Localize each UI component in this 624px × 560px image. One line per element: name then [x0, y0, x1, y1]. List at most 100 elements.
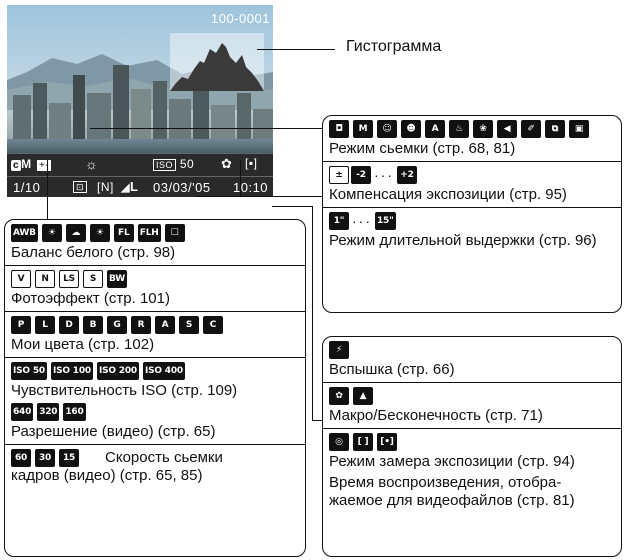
waterfront — [7, 139, 273, 153]
leader-line-macro — [312, 420, 322, 421]
metering-section: ◎ [ ] [•] Режим замера экспозиции (стр. … — [323, 428, 621, 513]
my-colors-l-icon: L — [35, 316, 55, 334]
my-colors-a-icon: A — [155, 316, 175, 334]
vivid-icon: V — [11, 270, 31, 288]
flash-section: ⚡ Вспышка (стр. 66) — [323, 337, 621, 382]
custom-wb-icon: ☐ — [165, 224, 185, 242]
metering-icons: ◎ [ ] [•] — [329, 433, 615, 451]
my-colors-g-icon: G — [107, 316, 127, 334]
color-accent-icon: ❀ — [473, 120, 493, 138]
fluorescent-h-icon: FLH — [138, 224, 161, 242]
leader-line-vertical — [240, 160, 241, 196]
my-colors-b-icon: B — [83, 316, 103, 334]
shutter-15s-icon: 15" — [375, 212, 396, 230]
playback-note-line2: жаемое для видеофайлов (стр. 81) — [329, 492, 615, 510]
leader-line-join — [272, 206, 312, 207]
daylight-icon: ☀ — [42, 224, 62, 242]
iso-400-icon: ISO 400 — [143, 362, 185, 380]
edit-icon: ✐ — [521, 120, 541, 138]
leader-line-right-bottom — [312, 206, 313, 420]
sepia-icon: S — [83, 270, 103, 288]
white-balance-section: AWB ☀ ☁ ☀ FL FLH ☐ Баланс белого (стр. 9… — [5, 220, 305, 265]
my-colors-section: P L D B G R A S C Мои цвета (стр. 102) — [5, 311, 305, 357]
my-colors-s-icon: S — [179, 316, 199, 334]
shooting-mode-section: ◘ M ☺ ☻ A ♨ ❀ ◀ ✐ ⧉ ▣ Режим сьемки (стр.… — [323, 116, 621, 161]
movie-resolution-label: Разрешение (видео) (стр. 65) — [11, 423, 299, 441]
fps-30-icon: 30 — [35, 449, 55, 467]
shooting-mode-icons: ◘ M ☺ ☻ A ♨ ❀ ◀ ✐ ⧉ ▣ — [329, 120, 615, 138]
frame-rate-label-line1: Скорость сьемки — [105, 449, 223, 467]
frame-rate-label-line2: кадров (видео) (стр. 65, 85) — [11, 467, 299, 485]
my-colors-c-icon: C — [203, 316, 223, 334]
histogram-label: Гистограмма — [346, 38, 441, 56]
special-scene-icon: A — [425, 120, 445, 138]
flash-icon: ⚡ — [329, 341, 349, 359]
histogram-graph — [170, 33, 264, 91]
shutter-1s-icon: 1" — [329, 212, 349, 230]
file-number: 100-0001 — [211, 11, 270, 26]
macro-icon: ✿ — [221, 156, 232, 172]
tungsten-icon: ☀ — [90, 224, 110, 242]
night-scene-icon: ♨ — [449, 120, 469, 138]
neutral-icon: N — [35, 270, 55, 288]
iso-50-icon: ISO 50 — [11, 362, 47, 380]
digital-macro-icon: ☺ — [377, 120, 397, 138]
photo-effect-icons: V N LS S BW — [11, 270, 299, 288]
infinity-mode-icon: ▲ — [353, 387, 373, 405]
exposure-plus-icon: +2 — [397, 166, 417, 184]
iso-100-icon: ISO 100 — [51, 362, 93, 380]
long-shutter-row: 1" ··· 15" — [329, 212, 615, 230]
long-shutter-label: Режим длительной выдержки (стр. 96) — [329, 232, 615, 250]
res-640-icon: 640 — [11, 403, 33, 421]
frame-icon: [N] — [97, 180, 114, 194]
macro-icons: ✿ ▲ — [329, 387, 615, 405]
photo-effect-label: Фотоэффект (стр. 101) — [11, 290, 299, 308]
leader-line-shooting-mode — [90, 128, 322, 129]
histogram-panel — [170, 33, 264, 91]
spot-metering-icon: [•] — [377, 433, 397, 451]
iso-200-icon: ISO 200 — [97, 362, 139, 380]
metering-icon: [▪] — [245, 156, 257, 170]
exposure-comp-label: Компенсация экспозиции (стр. 95) — [329, 186, 615, 204]
exposure-minus-icon: -2 — [351, 166, 371, 184]
frame-rate-row: 60 30 15 Скорость сьемки — [11, 449, 299, 467]
left-settings-box: AWB ☀ ☁ ☀ FL FLH ☐ Баланс белого (стр. 9… — [4, 219, 306, 557]
flash-icons: ⚡ — [329, 341, 615, 359]
my-colors-icons: P L D B G R A S C — [11, 316, 299, 334]
low-sharpening-icon: LS — [59, 270, 79, 288]
macro-label: Макро/Бесконечность (стр. 71) — [329, 407, 615, 425]
playback-note-line1: Время воспроизведения, отобра- — [329, 474, 615, 492]
black-white-icon: BW — [107, 270, 127, 288]
my-colors-p-icon: P — [11, 316, 31, 334]
res-320-icon: 320 — [37, 403, 59, 421]
fps-15-icon: 15 — [59, 449, 79, 467]
white-balance-icons: AWB ☀ ☁ ☀ FL FLH ☐ — [11, 224, 299, 242]
fluorescent-icon: FL — [114, 224, 134, 242]
exposure-comp-row: ± -2 ··· +2 — [329, 166, 615, 184]
sound-icon: ◀ — [497, 120, 517, 138]
resolution-indicator: ◢L — [121, 179, 138, 194]
evaluative-metering-icon: ◎ — [329, 433, 349, 451]
sun-icon: ☼ — [85, 156, 98, 172]
range-dots: ··· — [349, 213, 375, 229]
iso-indicator: ISO 50 — [153, 157, 194, 171]
photo-effect-section: V N LS S BW Фотоэффект (стр. 101) — [5, 265, 305, 311]
macro-section: ✿ ▲ Макро/Бесконечность (стр. 71) — [323, 382, 621, 428]
portrait-icon: ☻ — [401, 120, 421, 138]
exposure-indicator: +- — [37, 157, 51, 171]
leader-line-right-top — [196, 196, 322, 197]
long-shutter-section: 1" ··· 15" Режим длительной выдержки (ст… — [323, 207, 621, 253]
manual-mode-icon: M — [353, 120, 373, 138]
iso-label: Чувствительность ISO (стр. 109) — [11, 382, 299, 400]
right-bottom-settings-box: ⚡ Вспышка (стр. 66) ✿ ▲ Макро/Бесконечно… — [322, 336, 622, 557]
center-weighted-icon: [ ] — [353, 433, 373, 451]
shooting-mode-label: Режим сьемки (стр. 68, 81) — [329, 140, 615, 158]
stitch-assist-icon: ⧉ — [545, 120, 565, 138]
movie-resolution-icons: 640 320 160 — [11, 403, 299, 421]
movie-icon: ▣ — [569, 120, 589, 138]
date-display: 03/03/'05 — [153, 180, 211, 195]
protect-icon: ⊡ — [73, 179, 87, 193]
macro-mode-icon: ✿ — [329, 387, 349, 405]
res-160-icon: 160 — [63, 403, 85, 421]
